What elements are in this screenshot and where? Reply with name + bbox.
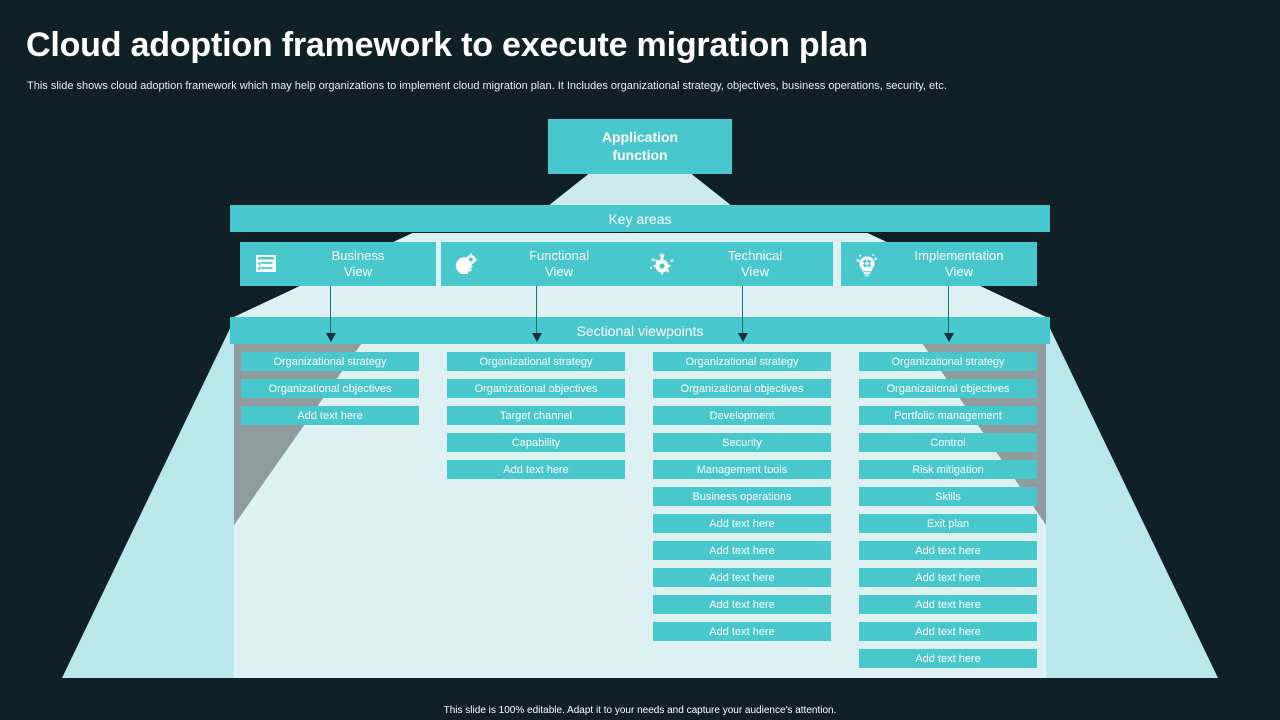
list-item[interactable]: Add text here bbox=[859, 595, 1037, 614]
pyramid-left-wing bbox=[62, 320, 234, 678]
connector-arrow-business bbox=[326, 286, 336, 342]
implementation-view-line2: View bbox=[945, 264, 973, 279]
view-box-business[interactable]: Business View bbox=[240, 242, 436, 286]
head-gear-icon bbox=[447, 244, 487, 284]
list-item[interactable]: Organizational objectives bbox=[241, 379, 419, 398]
view-box-functional-label: Functional View bbox=[487, 248, 637, 281]
application-function-box[interactable]: Application function bbox=[548, 119, 732, 174]
lightbulb-gear-icon bbox=[847, 244, 887, 284]
list-item[interactable]: Organizational strategy bbox=[653, 352, 831, 371]
view-box-functional[interactable]: Functional View bbox=[441, 242, 637, 286]
list-item[interactable]: Organizational strategy bbox=[859, 352, 1037, 371]
list-item[interactable]: Organizational objectives bbox=[447, 379, 625, 398]
list-item[interactable]: Skills bbox=[859, 487, 1037, 506]
view-box-business-label: Business View bbox=[286, 248, 436, 281]
sectional-viewpoints-banner: Sectional viewpoints bbox=[230, 317, 1050, 344]
pyramid-right-wing bbox=[1046, 320, 1218, 678]
list-item[interactable]: Add text here bbox=[653, 514, 831, 533]
list-item[interactable]: Add text here bbox=[447, 460, 625, 479]
sectional-viewpoints-label: Sectional viewpoints bbox=[576, 322, 704, 339]
list-item[interactable]: Add text here bbox=[653, 568, 831, 587]
list-item[interactable]: Organizational objectives bbox=[653, 379, 831, 398]
view-box-implementation[interactable]: Implementation View bbox=[841, 242, 1037, 286]
view-box-technical-label: Technical View bbox=[683, 248, 833, 281]
implementation-view-line1: Implementation bbox=[914, 247, 1004, 263]
application-function-line2: function bbox=[612, 146, 668, 163]
pyramid-top-tier bbox=[548, 174, 732, 206]
view-box-technical[interactable]: Technical View bbox=[637, 242, 833, 286]
business-view-line2: View bbox=[344, 264, 372, 279]
page-title: Cloud adoption framework to execute migr… bbox=[26, 26, 868, 64]
list-item[interactable]: Target channel bbox=[447, 406, 625, 425]
list-item[interactable]: Add text here bbox=[653, 595, 831, 614]
list-item[interactable]: Organizational objectives bbox=[859, 379, 1037, 398]
functional-view-line2: View bbox=[545, 264, 573, 279]
list-item[interactable]: Add text here bbox=[859, 568, 1037, 587]
connector-arrow-implementation bbox=[944, 286, 954, 342]
list-item[interactable]: Capability bbox=[447, 433, 625, 452]
list-item[interactable]: Add text here bbox=[241, 406, 419, 425]
list-item[interactable]: Portfolio management bbox=[859, 406, 1037, 425]
list-item[interactable]: Control bbox=[859, 433, 1037, 452]
key-areas-label: Key areas bbox=[608, 210, 672, 227]
list-item[interactable]: Organizational strategy bbox=[447, 352, 625, 371]
list-item[interactable]: Add text here bbox=[859, 622, 1037, 641]
functional-view-line1: Functional bbox=[529, 247, 589, 263]
technical-view-line1: Technical bbox=[727, 247, 783, 263]
list-item[interactable]: Organizational strategy bbox=[241, 352, 419, 371]
list-item[interactable]: Add text here bbox=[859, 649, 1037, 668]
list-item[interactable]: Security bbox=[653, 433, 831, 452]
connector-arrow-technical bbox=[738, 286, 748, 342]
technical-view-line2: View bbox=[741, 264, 769, 279]
key-areas-banner: Key areas bbox=[230, 205, 1050, 232]
application-function-line1: Application bbox=[601, 129, 679, 145]
list-item[interactable]: Risk mitigation bbox=[859, 460, 1037, 479]
list-item[interactable]: Exit plan bbox=[859, 514, 1037, 533]
list-item[interactable]: Add text here bbox=[653, 622, 831, 641]
gear-stars-icon bbox=[643, 244, 683, 284]
list-item[interactable]: Development bbox=[653, 406, 831, 425]
connector-arrow-functional bbox=[532, 286, 542, 342]
checklist-icon bbox=[246, 244, 286, 284]
business-view-line1: Business bbox=[331, 247, 385, 263]
page-subtitle: This slide shows cloud adoption framewor… bbox=[27, 80, 947, 92]
list-item[interactable]: Management tools bbox=[653, 460, 831, 479]
list-item[interactable]: Business operations bbox=[653, 487, 831, 506]
list-item[interactable]: Add text here bbox=[859, 541, 1037, 560]
footer-note: This slide is 100% editable. Adapt it to… bbox=[443, 705, 837, 716]
list-item[interactable]: Add text here bbox=[653, 541, 831, 560]
view-box-implementation-label: Implementation View bbox=[887, 248, 1037, 281]
